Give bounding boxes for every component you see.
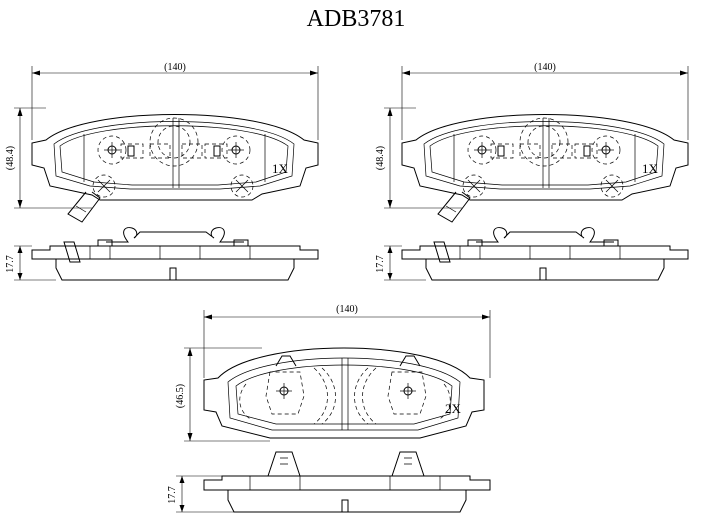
part-number-title: ADB3781: [307, 6, 406, 32]
thickness-dimension-label: 17.7: [375, 255, 386, 273]
quantity-label: 1X: [272, 161, 289, 176]
quantity-label: 1X: [642, 161, 659, 176]
height-dimension-label: (48.4): [5, 146, 16, 170]
thickness-dimension-label: 17.7: [167, 486, 178, 504]
outer-pad-view-right: (140) (48.4) 17.7 1X: [375, 62, 689, 281]
height-dimension-label: (46.5): [175, 384, 186, 408]
height-dimension-label: (48.4): [375, 146, 386, 170]
width-dimension-label: (140): [336, 304, 358, 315]
inner-pad-view: (140) (46.5) 17.7 2X: [167, 304, 491, 513]
width-dimension-label: (140): [534, 62, 556, 73]
width-dimension-label: (140): [164, 62, 186, 73]
outer-pad-view-left: (140) (48.4) 17.7 1X: [5, 62, 319, 281]
quantity-label: 2X: [445, 401, 462, 416]
thickness-dimension-label: 17.7: [5, 255, 16, 273]
